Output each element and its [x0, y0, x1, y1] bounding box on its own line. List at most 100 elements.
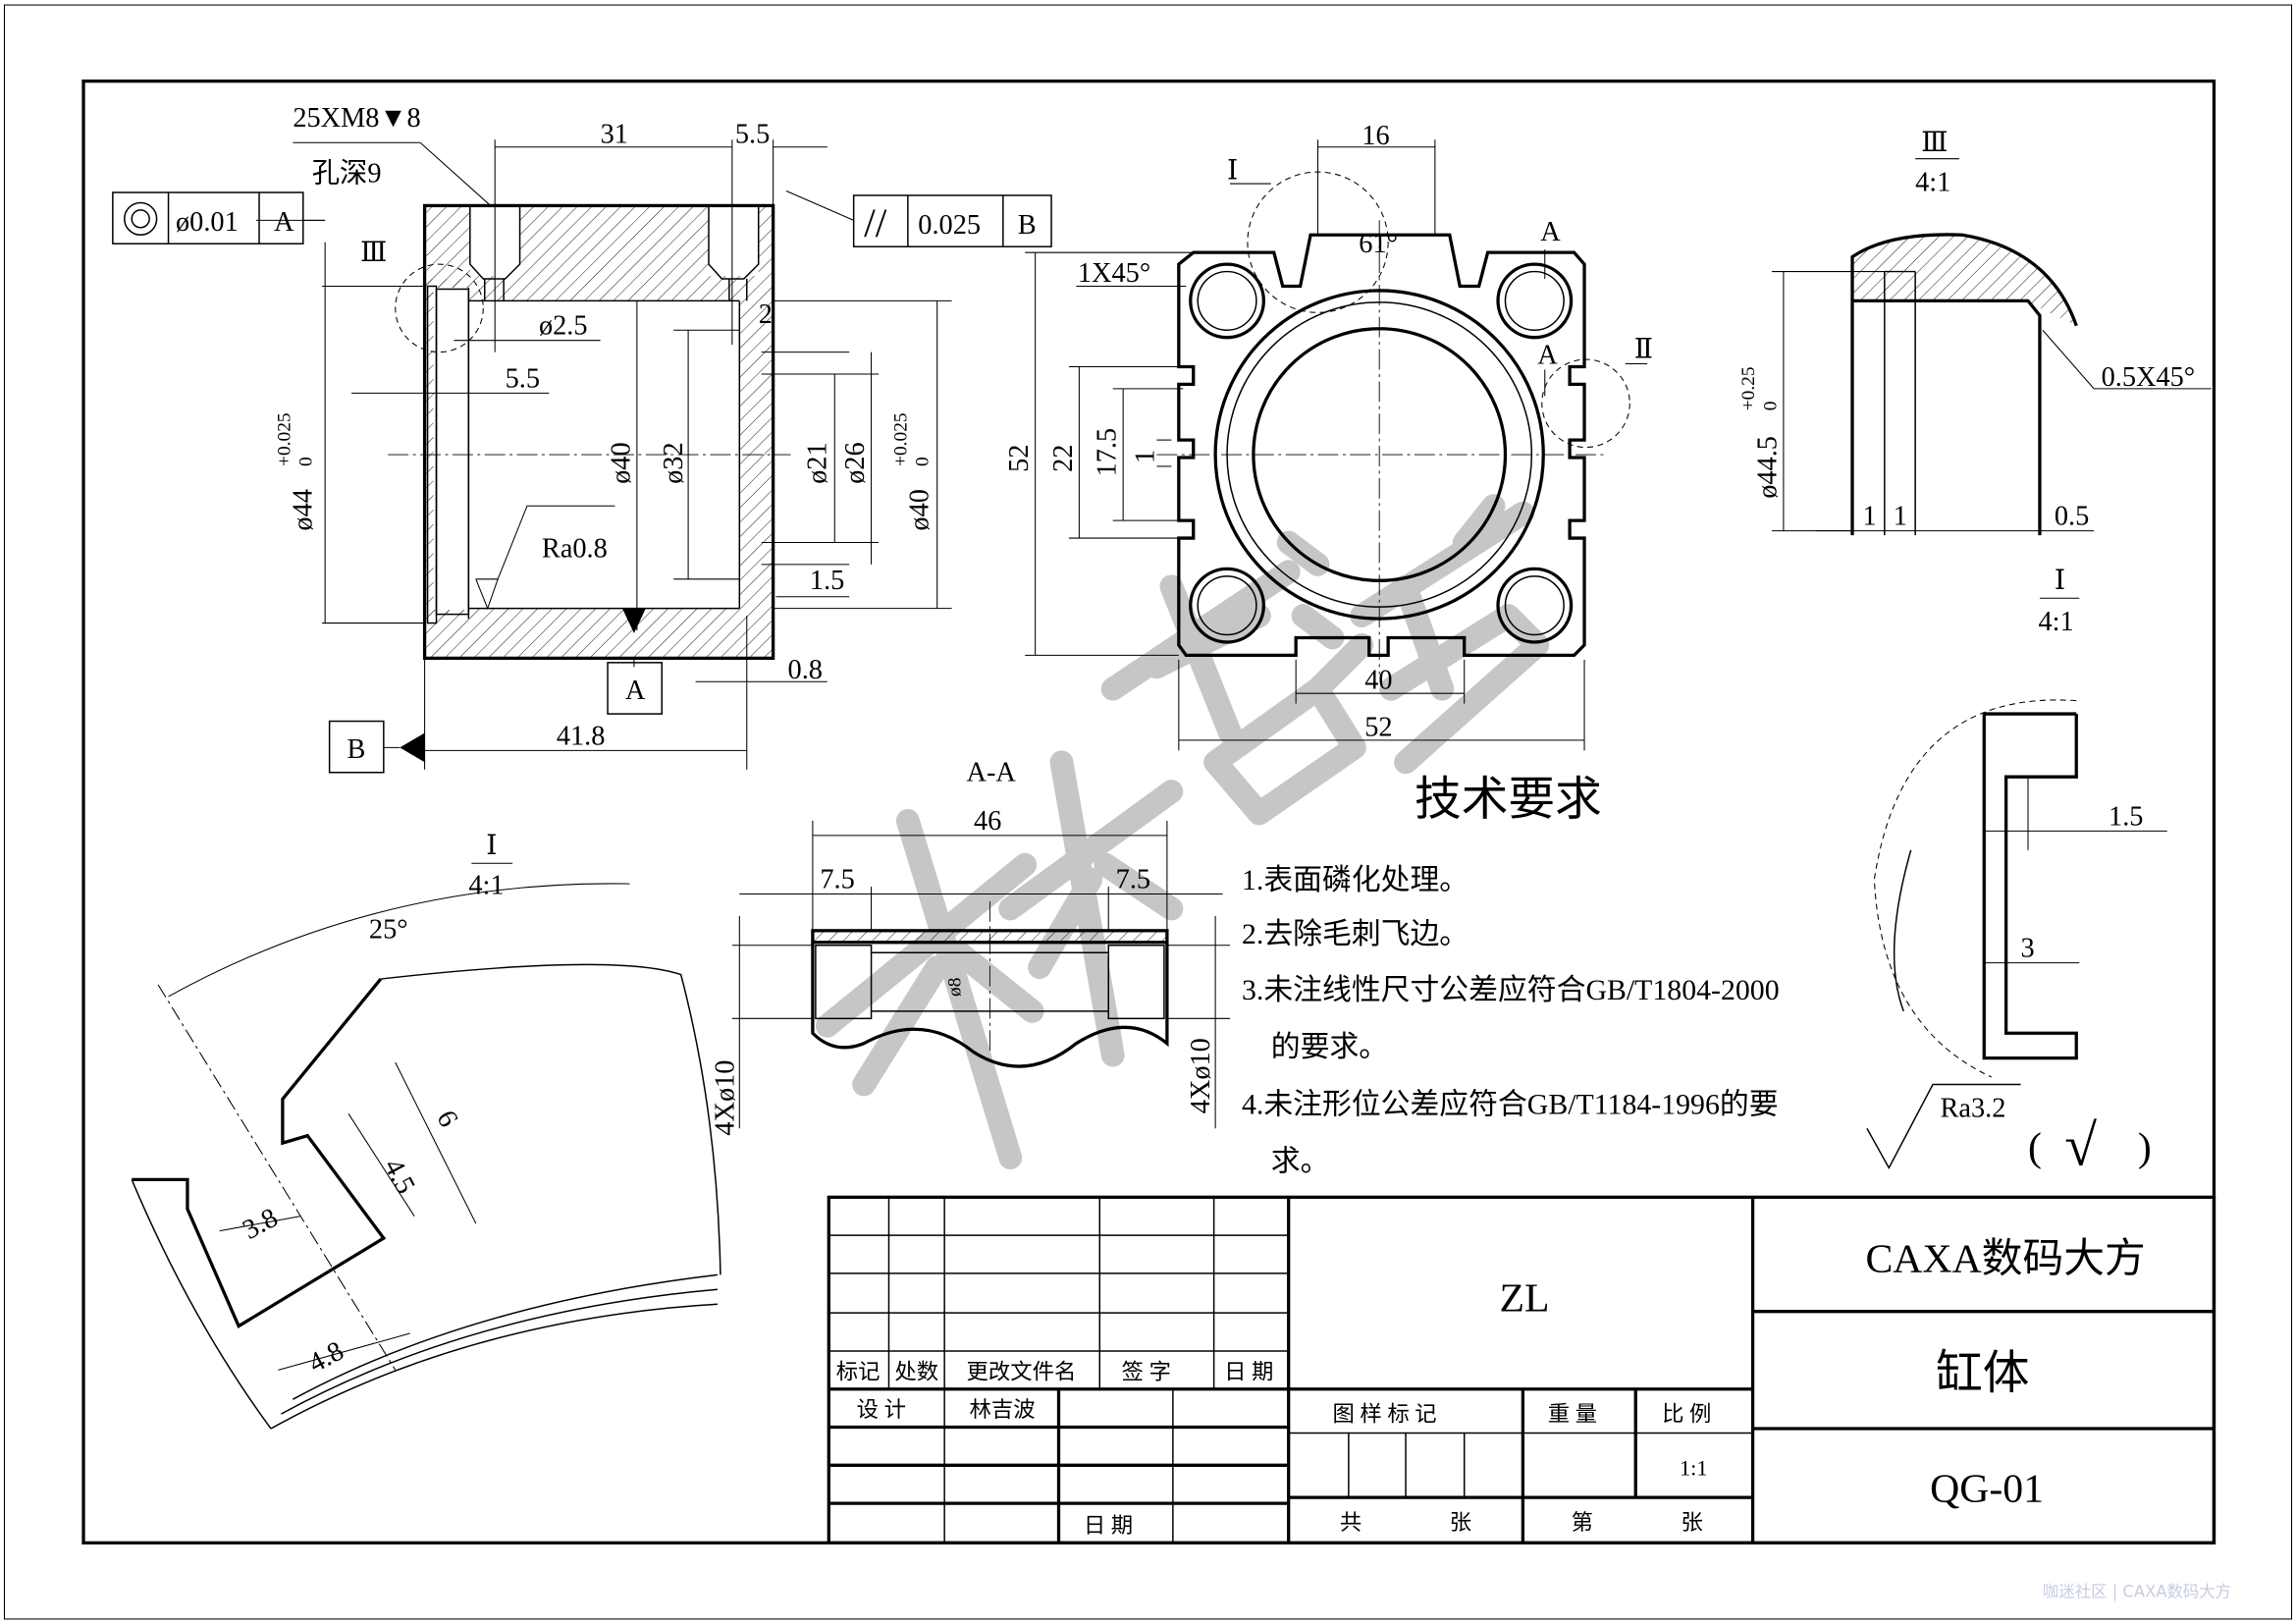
rev-header-file: 更改文件名	[967, 1359, 1077, 1383]
dim-31: 31	[601, 119, 628, 149]
company-name: CAXA数码大方	[1865, 1236, 2145, 1281]
dim-52-vertical: 52	[1004, 445, 1035, 472]
left-section-view: 25XM8▼8 孔深9 31 5.5 ø0.01 A // 0.025 B Ⅲ …	[112, 103, 1052, 774]
section-aa-dim-7-5-right: 7.5	[1116, 865, 1150, 895]
scale-label: 比 例	[1662, 1402, 1711, 1427]
technical-requirements: 技术要求 1.表面磷化处理。 2.去除毛刺飞边。 3.未注线性尺寸公差应符合GB…	[1242, 774, 1780, 1177]
scale-value: 1:1	[1680, 1456, 1708, 1481]
concentricity-icon	[124, 201, 158, 237]
hole-depth-note: 孔深9	[312, 159, 382, 189]
watermark	[815, 494, 1550, 1169]
rev-header-date: 日 期	[1224, 1359, 1273, 1383]
general-roughness: Ra3.2	[1941, 1093, 2006, 1123]
concentricity-tolerance: ø0.01	[176, 207, 239, 238]
dim-5-5: 5.5	[506, 363, 540, 394]
rev-header-count: 处数	[894, 1359, 938, 1383]
dim-52-horizontal: 52	[1364, 712, 1392, 742]
general-surface-finish: Ra3.2 ( √ )	[1866, 1083, 2152, 1178]
detail-iii-chamfer: 0.5X45°	[2102, 362, 2196, 393]
thread-note: 25XM8▼8	[293, 103, 420, 134]
paren-close: )	[2138, 1125, 2152, 1170]
detail-ref-i: Ⅰ	[1227, 156, 1238, 187]
datum-a-label: A	[625, 676, 646, 706]
parallelism-frame	[852, 194, 1052, 247]
total-sheets-unit: 张	[1450, 1510, 1471, 1535]
section-aa-label: A-A	[967, 758, 1017, 788]
front-view: Ⅰ 16 61° 1X45° A A Ⅱ 52 22 17.5 1 40 52	[1004, 121, 1653, 751]
dim-16: 16	[1362, 121, 1389, 151]
paren-open: (	[2028, 1125, 2042, 1170]
outer-border	[3, 4, 2293, 1620]
dim-0-8: 0.8	[788, 655, 823, 685]
tech-req-item-3-cont: 的要求。	[1271, 1031, 1388, 1063]
parallel-datum: B	[1018, 210, 1037, 241]
material: ZL	[1500, 1276, 1550, 1322]
dim-17-5: 17.5	[1093, 428, 1123, 477]
tol-d40-upper: +0.025	[890, 412, 911, 466]
dim-1-5: 1.5	[810, 566, 844, 596]
check-icon: √	[2064, 1113, 2097, 1178]
section-mark-a-bottom: A	[1537, 341, 1558, 371]
dim-d21: ø21	[802, 442, 832, 484]
detail-iii-dim-d44-5: ø44.5	[1752, 436, 1783, 499]
detail-iii-label: Ⅲ	[1921, 128, 1948, 158]
tech-req-title: 技术要求	[1415, 774, 1602, 826]
tech-req-item-3: 3.未注线性尺寸公差应符合GB/T1804-2000	[1242, 974, 1780, 1006]
chamfer-1x45: 1X45°	[1078, 258, 1150, 289]
section-aa-holes-right: 4Xø10	[1186, 1038, 1216, 1113]
drawing-number: QG-01	[1930, 1467, 2044, 1512]
detail-i-right-scale: 4:1	[2038, 607, 2073, 637]
detail-ref-ii: Ⅱ	[1634, 335, 1653, 365]
rev-header-mark: 标记	[836, 1359, 881, 1383]
rev-header-sign: 签 字	[1122, 1359, 1171, 1383]
detail-i-right-view: Ⅰ 4:1 1.5 3	[1873, 566, 2167, 1078]
total-sheets-label: 共	[1340, 1510, 1362, 1535]
concentricity-datum: A	[274, 207, 294, 238]
detail-iii-tol-upper: +0.25	[1738, 366, 1759, 410]
section-aa-holes-left: 4Xø10	[710, 1060, 740, 1136]
detail-i-left-dim-6: 6	[430, 1106, 463, 1132]
dim-2: 2	[759, 299, 773, 330]
detail-i-right-label: Ⅰ	[2055, 566, 2065, 596]
designer-name: 林吉波	[970, 1397, 1036, 1422]
dim-d40-tol: ø40	[905, 489, 935, 531]
dim-d44: ø44	[289, 489, 319, 531]
dim-d40: ø40	[606, 442, 636, 484]
roughness-ra0-8: Ra0.8	[542, 533, 608, 564]
footer-watermark: 咖迷社区 | CAXA数码大方	[2043, 1583, 2231, 1601]
concentricity-frame	[112, 191, 304, 244]
tol-d40-lower: 0	[913, 457, 934, 466]
sheet-number-label: 第	[1572, 1510, 1593, 1535]
tol-d44-upper: +0.025	[274, 412, 294, 466]
detail-i-right-dim-1-5: 1.5	[2109, 801, 2143, 832]
pattern-mark-label: 图 样 标 记	[1332, 1402, 1436, 1427]
detail-iii-view: Ⅲ 4:1 ø44.5 +0.25 0 0.5X45° 1 1 0.5	[1738, 128, 2212, 536]
parallel-icon: //	[864, 201, 887, 246]
dim-22: 22	[1048, 445, 1079, 472]
datum-b-label: B	[347, 734, 366, 765]
detail-iii-dim-1b: 1	[1894, 502, 1907, 532]
tech-req-item-1: 1.表面磷化处理。	[1242, 864, 1468, 896]
section-mark-a-top: A	[1540, 217, 1561, 247]
tech-req-item-4-cont: 求。	[1271, 1145, 1330, 1177]
detail-i-left-dim-3-8: 3.8	[238, 1203, 283, 1246]
detail-iii-scale: 4:1	[1915, 168, 1950, 198]
tech-req-item-4: 4.未注形位公差应符合GB/T1184-1996的要	[1242, 1088, 1779, 1120]
detail-i-left-scale: 4:1	[468, 871, 504, 901]
date-label: 日 期	[1084, 1513, 1133, 1538]
tech-req-item-2: 2.去除毛刺飞边。	[1242, 918, 1468, 950]
sheet-number-unit: 张	[1681, 1510, 1702, 1535]
section-aa-dim-d8: ø8	[945, 978, 966, 997]
dim-40: 40	[1364, 666, 1392, 696]
tol-d44-lower: 0	[296, 457, 317, 466]
dim-41-8: 41.8	[557, 721, 606, 751]
section-aa-view: A-A 46 7.5 7.5 ø8 4Xø10 4Xø10	[710, 758, 1231, 1136]
dim-d2-5: ø2.5	[539, 311, 588, 342]
section-aa-dim-46: 46	[974, 806, 1001, 837]
section-aa-dim-7-5-left: 7.5	[820, 865, 854, 895]
title-block: 标记 处数 更改文件名 签 字 日 期 设 计 林吉波 日 期 ZL 图 样 标…	[827, 1195, 2216, 1545]
weight-label: 重 量	[1548, 1402, 1597, 1427]
detail-iii-dim-0-5: 0.5	[2055, 502, 2089, 532]
detail-iii-tol-lower: 0	[1760, 402, 1781, 411]
dim-d26: ø26	[840, 442, 871, 484]
